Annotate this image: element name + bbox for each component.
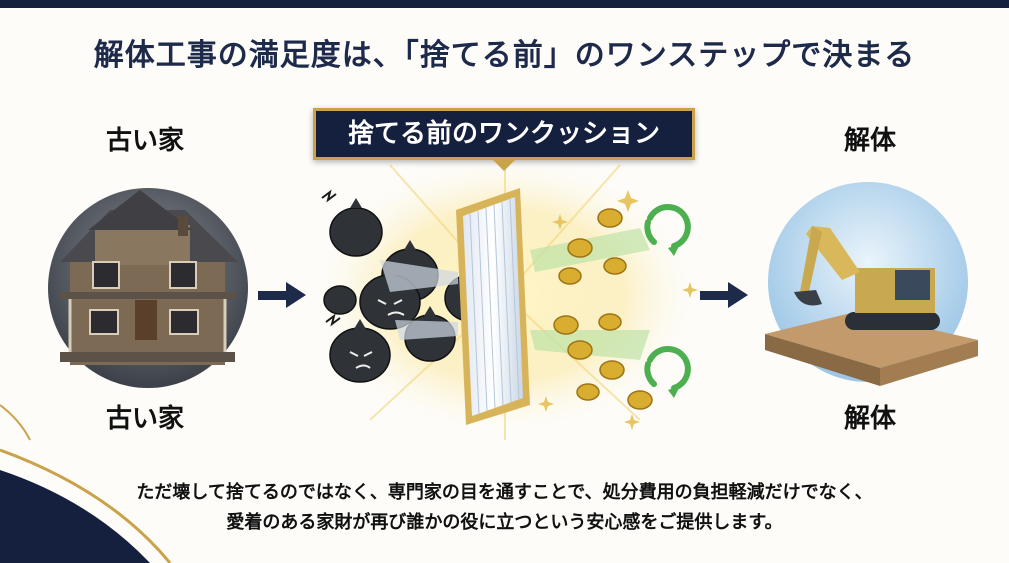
one-cushion-banner: 捨てる前のワンクッション [313, 108, 695, 160]
spark-marks-icon [321, 189, 341, 327]
page-title: 解体工事の満足度は、「捨てる前」のワンステップで決まる [93, 38, 916, 73]
old-house-label-bottom: 古い家 [105, 404, 184, 434]
demolition-label-bottom: 解体 [843, 404, 896, 434]
old-house-icon [48, 188, 248, 388]
filter-panel-icon [456, 188, 530, 425]
excavator-icon [765, 182, 978, 386]
recycle-icon [644, 203, 691, 256]
sparkle-icons [538, 190, 698, 430]
caption: ただ壊して捨てるのではなく、専門家の目を通すことで、処分費用の負担軽減だけでなく… [40, 478, 969, 538]
arrow-right-icon-2 [700, 282, 748, 308]
recycle-icon-lower [644, 345, 691, 398]
arrow-right-icon [258, 282, 306, 308]
caption-line-2: 愛着のある家財が再び誰かの役に立つという安心感をご提供します。 [226, 512, 783, 533]
old-house-label-top: 古い家 [105, 126, 184, 156]
coin-icons [553, 208, 653, 410]
caption-line-1: ただ壊して捨てるのではなく、専門家の目を通すことで、処分費用の負担軽減だけでなく… [136, 482, 873, 503]
top-bar [0, 0, 1009, 8]
demolition-label-top: 解体 [843, 126, 896, 156]
